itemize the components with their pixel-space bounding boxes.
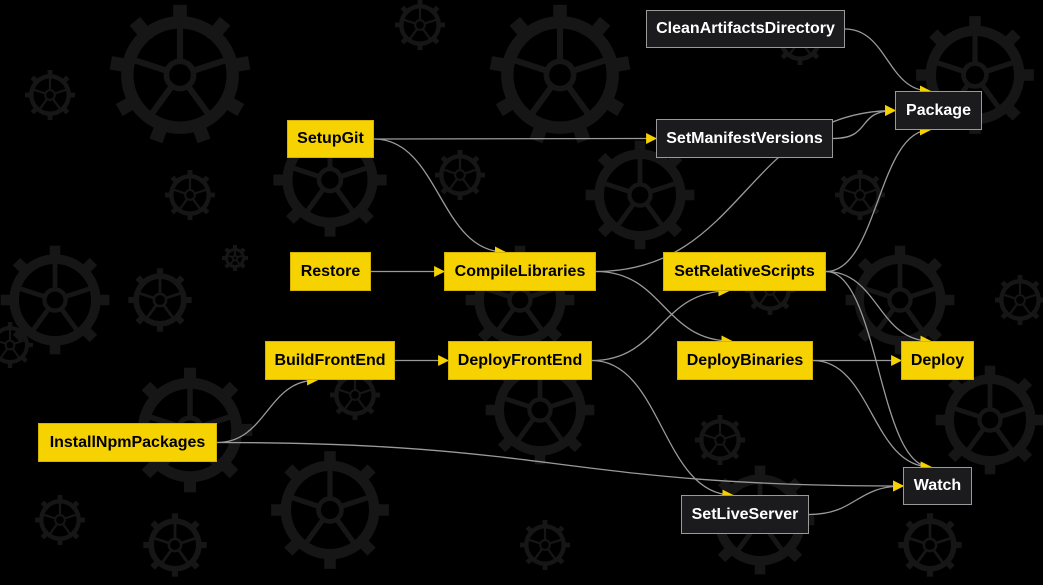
node-install-npm-packages[interactable]: InstallNpmPackages: [38, 423, 217, 462]
edge-compile-to-deploybin: [595, 270, 733, 347]
node-restore[interactable]: Restore: [290, 252, 371, 291]
node-label: Restore: [300, 262, 361, 280]
gear-shape: [935, 365, 1043, 475]
node-compile-libraries[interactable]: CompileLibraries: [444, 252, 596, 291]
edge-clean-to-package: [844, 28, 931, 97]
node-label: SetLiveServer: [691, 505, 799, 523]
gear-shape: [435, 150, 485, 200]
edge-setupgit-to-compile: [373, 138, 506, 258]
gear-shape: [695, 415, 745, 465]
gear-shape: [845, 245, 955, 355]
node-package[interactable]: Package: [895, 91, 982, 130]
gear-shape: [222, 245, 248, 271]
edge-manifest-to-package: [832, 105, 897, 140]
node-label: Deploy: [910, 351, 965, 369]
edge-deployfe-to-relscripts: [591, 285, 730, 362]
edge-relscripts-to-watch: [825, 270, 932, 473]
node-label: DeployFrontEnd: [457, 351, 583, 369]
gear-shape: [520, 520, 570, 570]
gear-shape: [995, 275, 1043, 325]
node-label: DeployBinaries: [686, 351, 804, 369]
node-set-live-server[interactable]: SetLiveServer: [681, 495, 809, 534]
edge-relscripts-to-package: [825, 124, 931, 273]
gear-shape: [109, 4, 251, 144]
edge-setupgit-to-manifest: [373, 133, 658, 145]
node-label: BuildFrontEnd: [274, 351, 386, 369]
gear-shape: [35, 495, 85, 545]
gear-shape: [128, 268, 192, 332]
node-label: InstallNpmPackages: [49, 433, 206, 451]
node-label: CompileLibraries: [454, 262, 586, 280]
edge-relscripts-to-deploy: [825, 270, 932, 347]
node-label: CleanArtifactsDirectory: [656, 20, 835, 37]
node-clean-artifacts-directory[interactable]: CleanArtifactsDirectory: [646, 10, 845, 48]
edge-liveserver-to-watch: [808, 480, 905, 516]
node-label: Package: [906, 101, 971, 119]
gear-shape: [898, 513, 962, 577]
edge-compile-to-package: [595, 105, 897, 273]
node-build-front-end[interactable]: BuildFrontEnd: [265, 341, 395, 380]
gear-shape: [395, 0, 445, 50]
node-setup-git[interactable]: SetupGit: [287, 120, 374, 158]
edge-npm-to-watch: [216, 441, 905, 492]
node-label: SetManifestVersions: [666, 129, 823, 147]
gear-shape: [25, 70, 75, 120]
node-label: SetRelativeScripts: [674, 262, 815, 280]
edge-npm-to-buildfe: [216, 374, 319, 444]
node-label: SetupGit: [297, 130, 364, 147]
node-set-manifest-versions[interactable]: SetManifestVersions: [656, 119, 833, 158]
edge-deploybin-to-watch: [812, 359, 932, 473]
node-deploy-front-end[interactable]: DeployFrontEnd: [448, 341, 592, 380]
gear-shape: [0, 245, 110, 355]
node-deploy-binaries[interactable]: DeployBinaries: [677, 341, 813, 380]
node-set-relative-scripts[interactable]: SetRelativeScripts: [663, 252, 826, 291]
node-label: Watch: [913, 477, 962, 494]
node-watch[interactable]: Watch: [903, 467, 972, 505]
gear-shape: [489, 4, 631, 144]
gear-shape: [0, 322, 33, 368]
edge-deployfe-to-liveserver: [591, 359, 734, 501]
gear-shape: [165, 170, 215, 220]
node-deploy[interactable]: Deploy: [901, 341, 974, 380]
